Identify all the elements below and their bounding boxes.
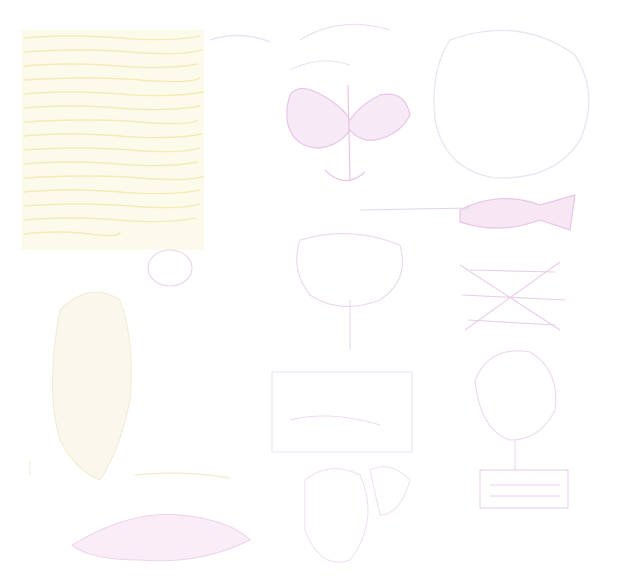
cross-line-3 — [469, 269, 556, 273]
stem-icon — [347, 84, 351, 181]
cross-line-4 — [461, 294, 566, 301]
tree-sketch-panel — [474, 350, 557, 470]
human-figure-icon — [52, 291, 132, 481]
figure-sketch-panel — [29, 249, 251, 562]
drop-icon — [304, 468, 369, 563]
bird-sketch-panel — [286, 23, 411, 182]
flower-icon — [296, 233, 404, 307]
text-block-background — [22, 30, 204, 250]
arc-icon — [299, 23, 391, 41]
handwritten-text-icon — [23, 35, 205, 237]
tree-icon — [474, 350, 557, 441]
hat-sketch-panel — [479, 469, 569, 509]
underline-icon — [134, 472, 231, 479]
blob-icon — [71, 513, 251, 562]
text-block-panel — [22, 30, 271, 250]
curve-icon — [324, 169, 366, 182]
fish-sketch-panel — [359, 194, 576, 231]
arc-icon-2 — [289, 60, 351, 71]
cross-line-2 — [464, 261, 561, 331]
scribble-icon — [209, 34, 271, 43]
circle-sketch-panel — [433, 29, 590, 179]
flower-sketch-panel — [296, 233, 404, 350]
cross-line-5 — [467, 319, 556, 326]
crossed-lines-panel — [459, 261, 566, 331]
fish-icon — [459, 194, 576, 231]
box-squiggle — [289, 415, 381, 426]
rectangle-icon — [271, 371, 413, 453]
line-icon — [359, 207, 471, 211]
box-sketch-panel — [271, 371, 413, 563]
hat-icon — [479, 469, 569, 509]
circle-drawing-icon — [433, 29, 590, 179]
drop-icon-2 — [369, 466, 411, 516]
head-icon — [147, 249, 193, 287]
